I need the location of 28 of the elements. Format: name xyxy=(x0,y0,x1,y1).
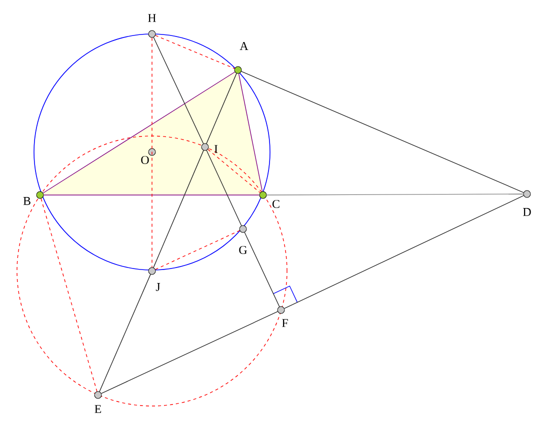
point-label: B xyxy=(23,197,30,205)
line-segment xyxy=(155,35,235,69)
line-segment xyxy=(155,230,240,270)
point-label: F xyxy=(282,319,288,327)
line-segment xyxy=(153,150,204,268)
point-label: A xyxy=(240,42,248,50)
line-segment xyxy=(238,73,263,192)
line-segment xyxy=(284,195,524,309)
line-segment xyxy=(266,194,524,196)
line-segment xyxy=(99,274,151,392)
point-label: J xyxy=(156,283,160,291)
line-segment xyxy=(40,198,98,392)
point-label: H xyxy=(148,14,156,22)
line-segment xyxy=(42,72,236,194)
point-label: I xyxy=(214,145,218,153)
point-label: G xyxy=(239,246,247,254)
line-segment xyxy=(101,311,278,394)
point-label: C xyxy=(272,200,280,208)
line-segment xyxy=(208,149,260,193)
line-segment xyxy=(206,150,242,226)
line-segment xyxy=(153,37,204,144)
point-label: D xyxy=(523,208,531,216)
line-segment xyxy=(206,73,237,144)
point-label: O xyxy=(141,156,149,164)
line-segment xyxy=(241,71,524,193)
line-segment xyxy=(43,194,260,196)
point-label: E xyxy=(94,405,102,413)
line-segment xyxy=(244,232,280,307)
